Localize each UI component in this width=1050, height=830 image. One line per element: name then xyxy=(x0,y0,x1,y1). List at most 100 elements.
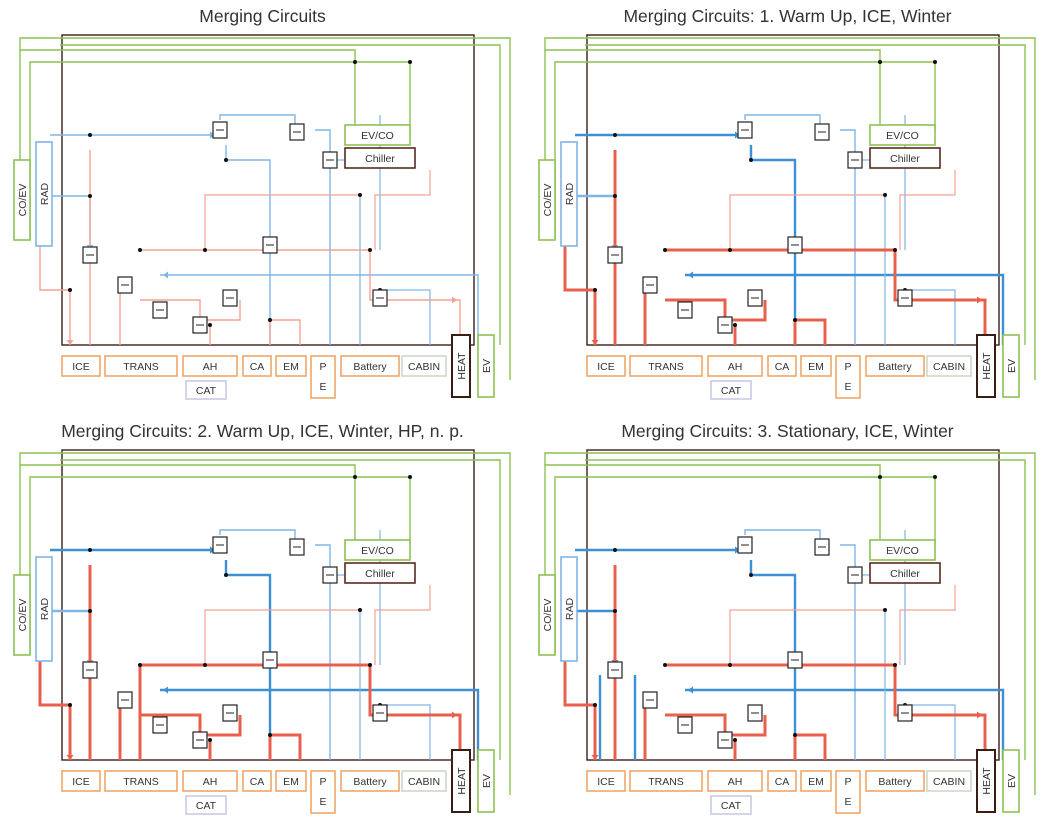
heat-label: HEAT xyxy=(456,352,468,380)
rad-label: RAD xyxy=(39,182,51,205)
refrigerant-loop-inner xyxy=(29,61,411,240)
ev-box xyxy=(1002,749,1020,813)
junction-dot xyxy=(663,248,667,252)
ca-box xyxy=(242,770,272,792)
refrigerant-loop-outer xyxy=(544,49,881,240)
junction-dot xyxy=(663,663,667,667)
cat-box xyxy=(710,795,752,815)
ah-box xyxy=(182,355,238,377)
battery-label: Battery xyxy=(353,361,387,373)
flow-arrow xyxy=(688,686,693,694)
coolant-cold-rad xyxy=(50,609,92,665)
chiller-label: Chiller xyxy=(365,568,395,580)
junction-dot xyxy=(68,703,72,707)
chiller-box xyxy=(344,562,416,584)
co-ev-box xyxy=(538,574,556,656)
heat-box xyxy=(976,749,996,813)
flow-arrow xyxy=(163,686,168,694)
cat-label: CAT xyxy=(721,385,742,397)
battery-box xyxy=(865,770,925,792)
ev-co-box xyxy=(869,539,936,561)
coolant-cold-em xyxy=(840,129,856,345)
coolant-hot-em xyxy=(793,733,827,760)
chiller-box xyxy=(869,562,941,584)
ev-label: EV xyxy=(481,774,493,788)
coolant-hot-loop xyxy=(140,249,461,345)
junction-dot xyxy=(358,608,362,612)
ev-box xyxy=(477,334,495,398)
coolant-cold-em xyxy=(840,544,856,760)
panel-warm-up: Merging Circuits: 1. Warm Up, ICE, Winte… xyxy=(525,0,1050,415)
ice-label: ICE xyxy=(72,361,90,373)
flow-arrow xyxy=(688,271,693,279)
ca-label: CA xyxy=(775,776,790,788)
trans-label: TRANS xyxy=(648,776,684,788)
ca-label: CA xyxy=(250,361,265,373)
junction-dot xyxy=(593,288,597,292)
junction-dot xyxy=(613,133,617,137)
coolant-cold-rad xyxy=(575,194,617,250)
junction-dot xyxy=(353,60,357,64)
junction-dot xyxy=(203,248,207,252)
junction-dot xyxy=(408,60,412,64)
panel-warm-up-hp: Merging Circuits: 2. Warm Up, ICE, Winte… xyxy=(0,415,525,830)
coolant-hot-cabin xyxy=(204,194,360,250)
coolant-hot-chiller xyxy=(374,170,431,250)
heat-label: HEAT xyxy=(456,767,468,795)
pe-box xyxy=(835,770,861,814)
trans-box xyxy=(629,355,703,377)
trans-label: TRANS xyxy=(648,361,684,373)
flow-arrow xyxy=(591,340,599,345)
ice-label: ICE xyxy=(597,776,615,788)
junction-dot xyxy=(138,248,142,252)
junction-dot xyxy=(68,288,72,292)
ev-label: EV xyxy=(1006,359,1018,373)
system-frame xyxy=(61,449,475,761)
junction-dot xyxy=(88,548,92,552)
ah-box xyxy=(707,355,763,377)
junction-dot xyxy=(88,609,92,613)
junction-dot xyxy=(593,703,597,707)
junction-dot xyxy=(613,194,617,198)
coolant-hot-loop xyxy=(665,248,987,345)
cabin-box xyxy=(926,770,972,792)
ev-box xyxy=(1002,334,1020,398)
refrigerant-loop-ev-outer xyxy=(544,452,1036,795)
ice-box xyxy=(586,355,626,377)
refrigerant-loop-ev-outer xyxy=(19,452,511,795)
pe-label-e: E xyxy=(319,796,326,808)
coolant-hot-em xyxy=(268,733,302,760)
refrigerant-loop-outer xyxy=(19,49,356,240)
em-box xyxy=(275,355,307,377)
flow-arrow xyxy=(66,340,74,345)
co-ev-box xyxy=(538,159,556,241)
ev-co-label: EV/CO xyxy=(361,130,394,142)
coolant-hot-ice xyxy=(563,240,597,345)
junction-dot xyxy=(368,663,372,667)
junction-dot xyxy=(733,323,737,327)
cabin-box xyxy=(401,770,447,792)
chiller-label: Chiller xyxy=(890,153,920,165)
co-ev-label: CO/EV xyxy=(542,599,554,632)
ev-box xyxy=(477,749,495,813)
pe-label-p: P xyxy=(844,776,851,788)
refrigerant-loop-outer xyxy=(544,464,881,655)
coolant-cold-em xyxy=(315,544,331,760)
refrigerant-loop-outer xyxy=(19,464,356,655)
coolant-cold-return xyxy=(160,688,480,760)
refrigerant-loop-ev xyxy=(60,459,501,760)
cabin-box xyxy=(401,355,447,377)
em-label: EM xyxy=(283,776,299,788)
coolant-cold-valve-link xyxy=(744,114,821,130)
battery-box xyxy=(340,770,400,792)
heat-box xyxy=(976,334,996,398)
pe-label-p: P xyxy=(844,361,851,373)
pe-label-e: E xyxy=(844,381,851,393)
trans-label: TRANS xyxy=(123,776,159,788)
cat-box xyxy=(185,795,227,815)
cabin-label: CABIN xyxy=(408,361,440,373)
junction-dot xyxy=(368,248,372,252)
system-frame xyxy=(586,449,1000,761)
flow-arrow xyxy=(452,711,457,719)
